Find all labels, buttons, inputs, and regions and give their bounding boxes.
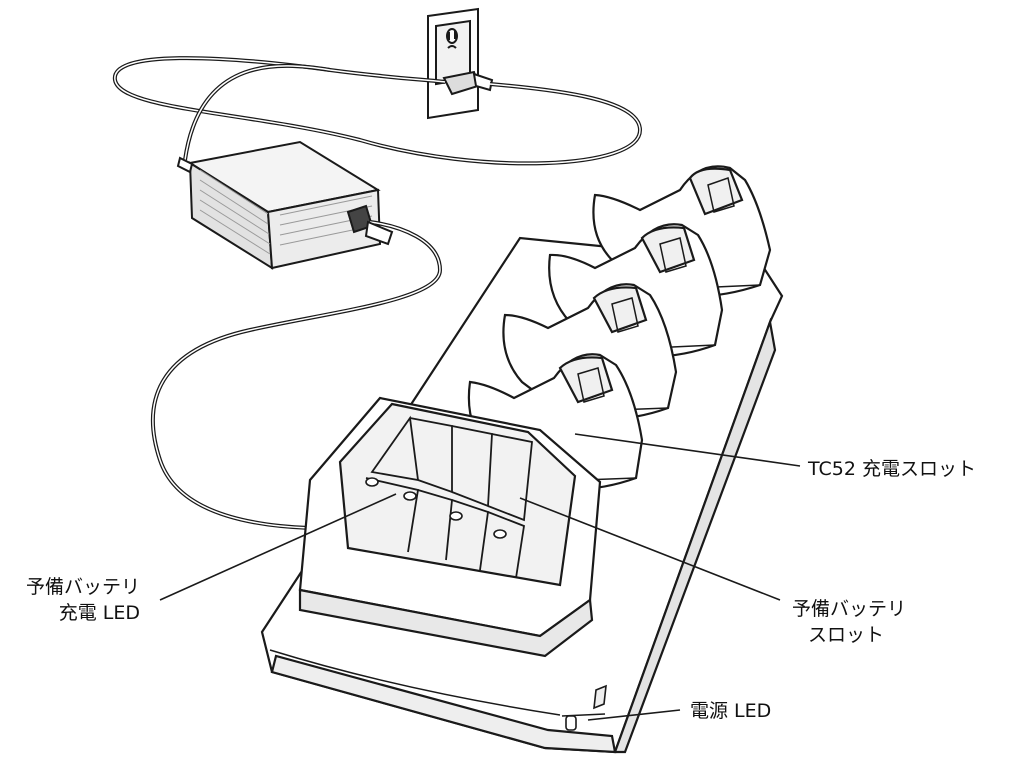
- label-cradle-slot-text: TC52 充電スロット: [808, 458, 976, 480]
- label-spare-slot-line1: 予備バッテリ: [792, 598, 907, 620]
- label-power-led: 電源 LED: [690, 698, 771, 724]
- label-spare-battery-led: 予備バッテリ 充電 LED: [6, 574, 140, 626]
- label-power-led-text: 電源 LED: [690, 700, 772, 722]
- spare-battery-module: [298, 396, 602, 658]
- label-cradle-slot: TC52 充電スロット: [808, 456, 976, 482]
- spare-led-dots: [365, 477, 507, 539]
- outlet-cable: [112, 56, 643, 166]
- label-spare-battery-slot: 予備バッテリ スロット: [792, 596, 906, 648]
- leader-lines: [159, 433, 801, 721]
- label-spare-led-line1: 予備バッテリ: [25, 576, 140, 598]
- wall-outlet: [427, 7, 494, 120]
- power-led-marker: [565, 684, 607, 731]
- power-adapter: [176, 140, 382, 270]
- label-spare-led-line2: 充電 LED: [58, 602, 140, 624]
- label-spare-slot-line2: スロット: [808, 624, 885, 646]
